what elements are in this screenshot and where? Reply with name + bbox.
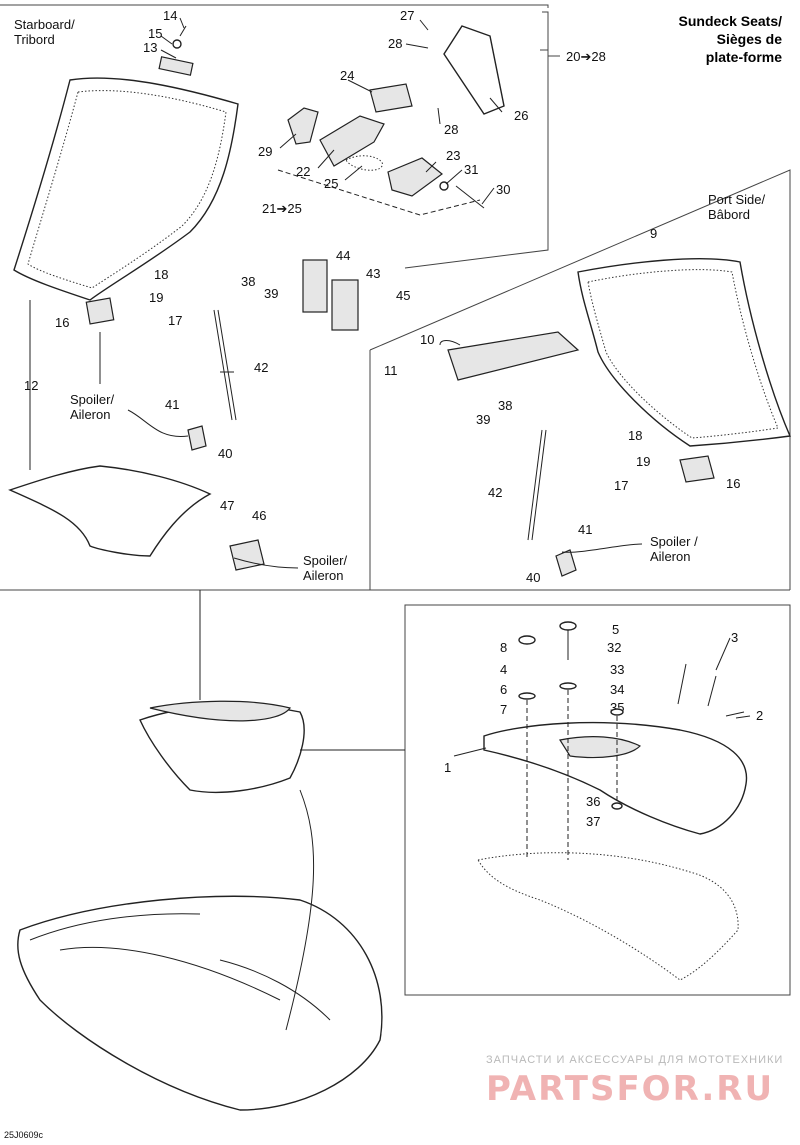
- diagram-title: Sundeck Seats/ Sièges de plate-forme: [679, 13, 783, 65]
- sundeck-seat-frame: [477, 721, 748, 981]
- part-label-18a: 18: [154, 267, 168, 282]
- boat-overview: [17, 590, 405, 1111]
- part-label-42b: 42: [488, 485, 502, 500]
- starboard-label-1: Starboard/: [14, 17, 75, 32]
- part-label-32: 32: [607, 640, 621, 655]
- part-label-27: 27: [400, 8, 414, 23]
- part-label-1: 1: [444, 760, 451, 775]
- part-label-38b: 38: [498, 398, 512, 413]
- part-label-29: 29: [258, 144, 272, 159]
- part-label-18b: 18: [628, 428, 642, 443]
- part-label-38a: 38: [241, 274, 255, 289]
- part-label-23: 23: [446, 148, 460, 163]
- part-label-28b: 28: [444, 122, 458, 137]
- watermark-logo: PARTSFOR.RU: [486, 1069, 774, 1109]
- hardware-stack: [518, 621, 745, 860]
- title-line-2: Sièges de: [717, 31, 783, 47]
- part-label-16b: 16: [726, 476, 740, 491]
- group-label-20-28: 20➔28: [566, 49, 606, 64]
- watermark: ЗАПЧАСТИ И АКСЕССУАРЫ ДЛЯ МОТОТЕХНИКИ PA…: [486, 1054, 783, 1109]
- part-label-34: 34: [610, 682, 624, 697]
- spoiler-label-b1: Spoiler/: [303, 553, 347, 568]
- part-label-10: 10: [420, 332, 434, 347]
- part-label-6: 6: [500, 682, 507, 697]
- part-label-46: 46: [252, 508, 266, 523]
- part-label-8: 8: [500, 640, 507, 655]
- part-label-41a: 41: [165, 397, 179, 412]
- part-label-2: 2: [756, 708, 763, 723]
- starboard-spoiler-board: [8, 465, 265, 571]
- group-label-21-25: 21➔25: [262, 201, 302, 216]
- part-label-47: 47: [220, 498, 234, 513]
- part-label-33: 33: [610, 662, 624, 677]
- spoiler-label-c1: Spoiler /: [650, 534, 698, 549]
- part-label-25: 25: [324, 176, 338, 191]
- drawing-code: 25J0609c: [4, 1130, 44, 1140]
- part-label-16a: 16: [55, 315, 69, 330]
- port-seat-cushion: [447, 258, 792, 577]
- part-label-4: 4: [500, 662, 507, 677]
- starboard-label-2: Tribord: [14, 32, 55, 47]
- part-labels: 14 15 13 27 28 24 26 28 29 22 25 23 31 3…: [24, 8, 763, 829]
- part-label-12: 12: [24, 378, 38, 393]
- part-label-40a: 40: [218, 446, 232, 461]
- spoiler-label-a2: Aileron: [70, 407, 110, 422]
- port-label-2: Bâbord: [708, 207, 750, 222]
- part-label-37: 37: [586, 814, 600, 829]
- part-label-39a: 39: [264, 286, 278, 301]
- spoiler-label-b2: Aileron: [303, 568, 343, 583]
- part-label-42a: 42: [254, 360, 268, 375]
- part-label-40b: 40: [526, 570, 540, 585]
- part-label-39b: 39: [476, 412, 490, 427]
- part-label-26: 26: [514, 108, 528, 123]
- watermark-tagline: ЗАПЧАСТИ И АКСЕССУАРЫ ДЛЯ МОТОТЕХНИКИ: [486, 1054, 783, 1066]
- starboard-seat-cushion: [13, 77, 239, 301]
- diagram-frames: [0, 4, 791, 996]
- part-label-44: 44: [336, 248, 350, 263]
- part-label-36: 36: [586, 794, 600, 809]
- part-label-43: 43: [366, 266, 380, 281]
- title-line-1: Sundeck Seats/: [679, 13, 783, 29]
- part-label-14: 14: [163, 8, 177, 23]
- part-label-22: 22: [296, 164, 310, 179]
- part-label-11: 11: [384, 363, 398, 378]
- port-label-1: Port Side/: [708, 192, 765, 207]
- part-label-15: 15: [148, 26, 162, 41]
- part-label-19a: 19: [149, 290, 163, 305]
- part-label-7: 7: [500, 702, 507, 717]
- part-label-30: 30: [496, 182, 510, 197]
- part-label-24: 24: [340, 68, 354, 83]
- title-line-3: plate-forme: [706, 49, 782, 65]
- leader-lines: [29, 17, 751, 757]
- part-label-19b: 19: [636, 454, 650, 469]
- starboard-strut-assembly: [85, 259, 359, 451]
- spoiler-label-c2: Aileron: [650, 549, 690, 564]
- part-label-45: 45: [396, 288, 410, 303]
- part-label-17b: 17: [614, 478, 628, 493]
- part-label-41b: 41: [578, 522, 592, 537]
- part-label-31: 31: [464, 162, 478, 177]
- spoiler-label-a1: Spoiler/: [70, 392, 114, 407]
- part-label-13: 13: [143, 40, 157, 55]
- part-label-3: 3: [731, 630, 738, 645]
- part-label-9: 9: [650, 226, 657, 241]
- part-label-5: 5: [612, 622, 619, 637]
- part-label-17a: 17: [168, 313, 182, 328]
- part-label-28a: 28: [388, 36, 402, 51]
